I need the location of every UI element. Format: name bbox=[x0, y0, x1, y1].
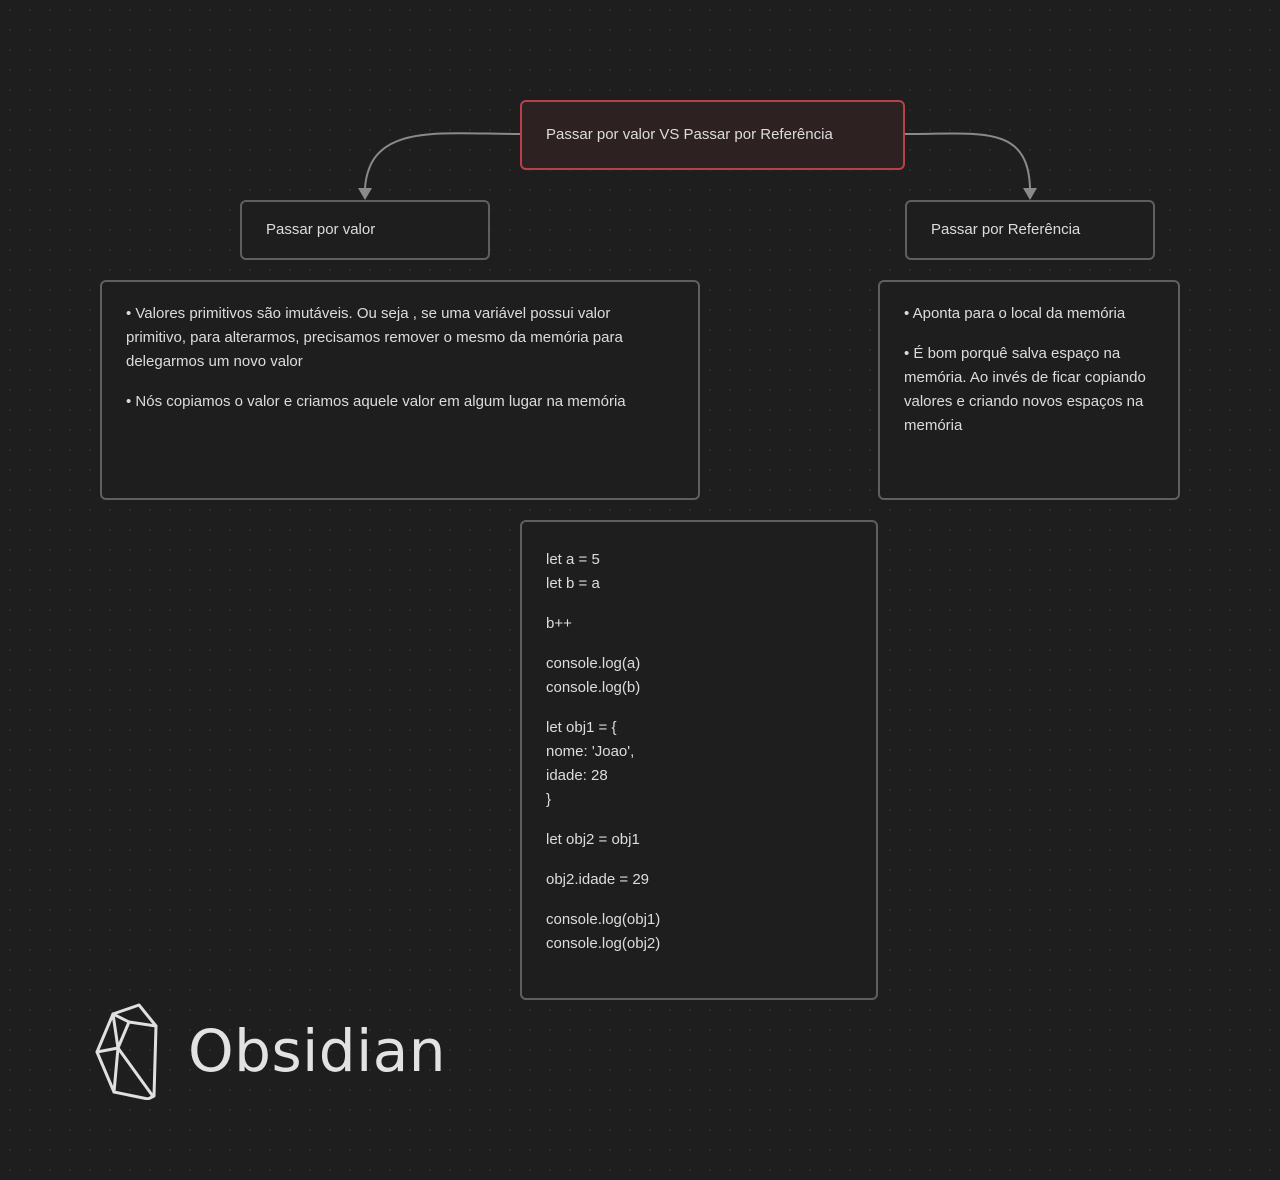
code-example-card[interactable]: let a = 5 let b = a b++ console.log(a) c… bbox=[520, 520, 878, 1000]
value-node-label: Passar por valor bbox=[266, 221, 376, 238]
value-note-2: • Nós copiamos o valor e criamos aquele … bbox=[126, 393, 626, 410]
code-line: } bbox=[546, 791, 552, 808]
code-block: let a = 5 let b = a bbox=[546, 548, 852, 596]
reference-node-label: Passar por Referência bbox=[931, 221, 1081, 238]
code-block: b++ bbox=[546, 612, 852, 636]
reference-node[interactable]: Passar por Referência bbox=[905, 200, 1155, 260]
value-node[interactable]: Passar por valor bbox=[240, 200, 490, 260]
obsidian-crystal-icon bbox=[95, 1003, 158, 1100]
reference-note-2: • É bom porquê salva espaço na memória. … bbox=[904, 345, 1146, 434]
edge-root-to-value bbox=[364, 132, 521, 189]
reference-note-1: • Aponta para o local da memória bbox=[904, 305, 1126, 322]
code-line: let b = a bbox=[546, 575, 600, 592]
code-block: let obj1 = { nome: 'Joao', idade: 28 } bbox=[546, 716, 852, 812]
root-node-label: Passar por valor VS Passar por Referênci… bbox=[546, 126, 833, 143]
code-line: obj2.idade = 29 bbox=[546, 871, 650, 888]
code-line: let a = 5 bbox=[546, 551, 600, 568]
root-node[interactable]: Passar por valor VS Passar por Referênci… bbox=[520, 100, 905, 170]
obsidian-brand-text: Obsidian bbox=[188, 1017, 447, 1085]
code-line: console.log(a) bbox=[546, 655, 641, 672]
code-line: nome: 'Joao', bbox=[546, 743, 635, 760]
code-block: obj2.idade = 29 bbox=[546, 868, 852, 892]
value-notes-card[interactable]: • Valores primitivos são imutáveis. Ou s… bbox=[100, 280, 700, 500]
obsidian-watermark: Obsidian bbox=[94, 1002, 446, 1100]
code-line: console.log(obj1) bbox=[546, 911, 661, 928]
reference-notes-card[interactable]: • Aponta para o local da memória • É bom… bbox=[878, 280, 1180, 500]
value-note-1: • Valores primitivos são imutáveis. Ou s… bbox=[126, 305, 623, 370]
code-block: console.log(obj1) console.log(obj2) bbox=[546, 908, 852, 956]
code-line: let obj1 = { bbox=[546, 719, 617, 736]
code-block: let obj2 = obj1 bbox=[546, 828, 852, 852]
code-line: console.log(b) bbox=[546, 679, 641, 696]
code-line: let obj2 = obj1 bbox=[546, 831, 640, 848]
code-line: b++ bbox=[546, 615, 572, 632]
edge-root-to-reference bbox=[903, 132, 1031, 189]
code-line: idade: 28 bbox=[546, 767, 608, 784]
code-line: console.log(obj2) bbox=[546, 935, 661, 952]
arrowhead-reference bbox=[1023, 188, 1037, 200]
code-block: console.log(a) console.log(b) bbox=[546, 652, 852, 700]
arrowhead-value bbox=[358, 188, 372, 200]
